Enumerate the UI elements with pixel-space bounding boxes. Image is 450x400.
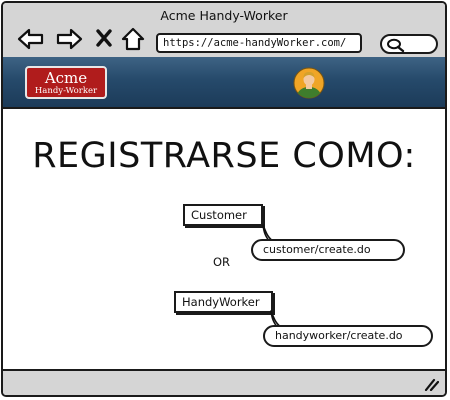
title-bar: Acme Handy-Worker https://acme-handyWork…	[3, 3, 445, 59]
address-bar[interactable]: https://acme-handyWorker.com/	[156, 33, 362, 53]
home-icon[interactable]	[121, 27, 145, 51]
window-title: Acme Handy-Worker	[160, 8, 288, 23]
close-x-icon[interactable]	[95, 27, 113, 49]
customer-button[interactable]: Customer	[183, 204, 263, 226]
handyworker-link-callout[interactable]: handyworker/create.do	[263, 325, 433, 347]
user-avatar-icon[interactable]	[293, 67, 325, 99]
customer-link-callout[interactable]: customer/create.do	[251, 239, 405, 261]
logo-title: Acme	[44, 69, 88, 87]
or-separator: OR	[213, 255, 231, 269]
search-icon	[387, 38, 405, 53]
page-title: REGISTRARSE COMO:	[32, 136, 416, 176]
handyworker-button[interactable]: HandyWorker	[174, 291, 273, 313]
resize-grip-icon[interactable]	[423, 377, 439, 391]
site-header: Acme Handy-Worker	[3, 57, 445, 109]
logo-subtitle: Handy-Worker	[34, 86, 98, 96]
site-logo[interactable]: Acme Handy-Worker	[25, 66, 107, 99]
back-arrow-icon[interactable]	[17, 27, 45, 51]
status-bar	[3, 369, 445, 395]
forward-arrow-icon[interactable]	[55, 27, 83, 51]
search-input[interactable]	[380, 34, 438, 54]
